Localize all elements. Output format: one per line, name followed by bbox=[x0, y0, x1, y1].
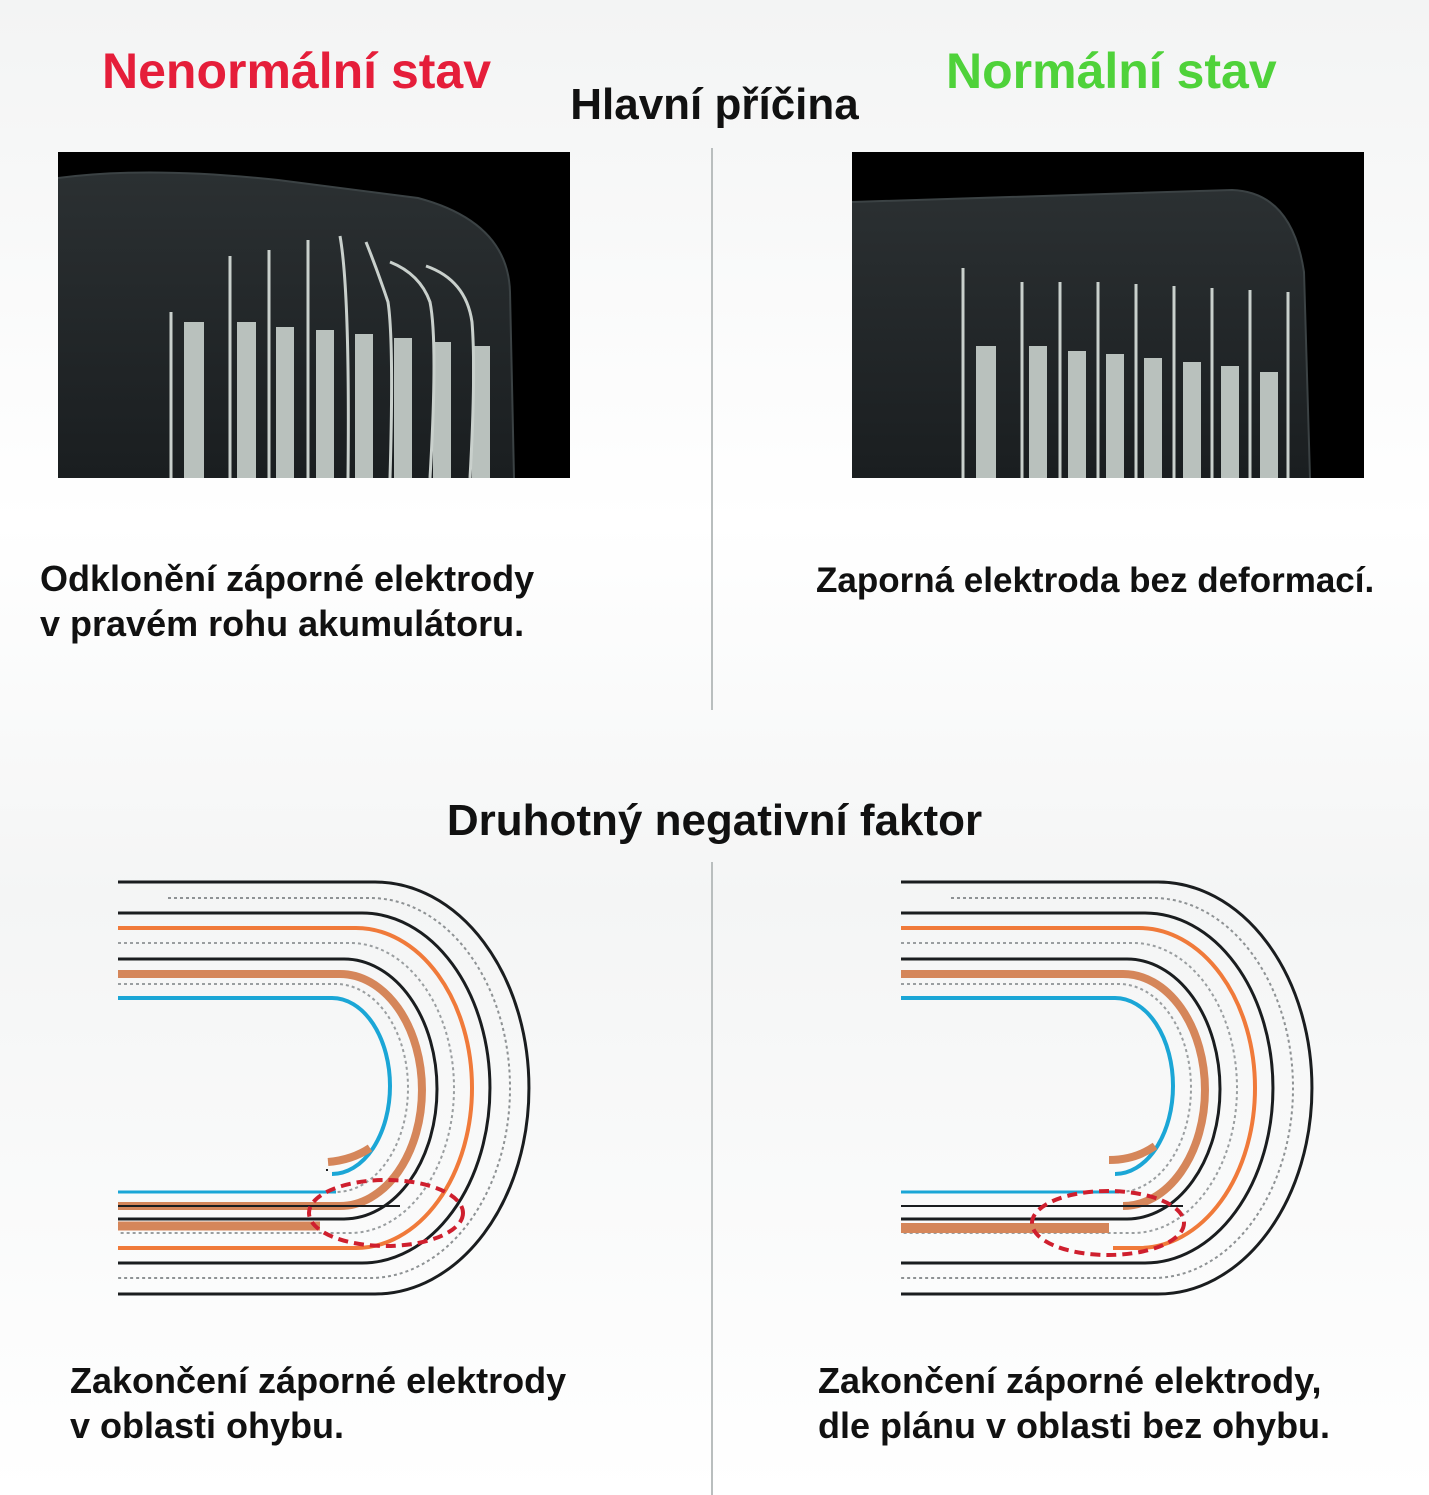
caption-top-left-line-1: Odklonění záporné elektrody bbox=[40, 558, 535, 599]
caption-bottom-left-line-1: Zakončení záporné elektrody bbox=[70, 1360, 567, 1401]
xray-normal bbox=[852, 152, 1364, 478]
section-title-main-cause: Hlavní příčina bbox=[570, 80, 859, 129]
heading-abnormal-state: Nenormální stav bbox=[102, 43, 492, 99]
caption-top-left-line-2: v pravém rohu akumulátoru. bbox=[40, 603, 525, 644]
thin-electrodes-normal bbox=[961, 268, 1290, 478]
highlight-circle-normal bbox=[1030, 1189, 1186, 1257]
straight-electrode-plates-normal bbox=[976, 346, 1278, 478]
straight-electrode-plates-abnormal bbox=[184, 322, 490, 478]
heading-normal-state: Normální stav bbox=[946, 43, 1277, 99]
caption-bottom-right-line-2: dle plánu v oblasti bez ohybu. bbox=[818, 1405, 1331, 1446]
caption-top-right-line-1: Zaporná elektroda bez deformací. bbox=[816, 561, 1375, 600]
caption-top-right: Zaporná elektroda bez deformací. bbox=[816, 558, 1374, 603]
section-title-secondary-factor: Druhotný negativní faktor bbox=[446, 796, 983, 845]
thin-electrodes-abnormal bbox=[169, 235, 476, 478]
vertical-divider-top bbox=[711, 148, 713, 710]
winding-normal bbox=[901, 880, 1314, 1296]
caption-bottom-right-line-1: Zakončení záporné elektrody, bbox=[818, 1360, 1322, 1401]
vertical-divider-bottom bbox=[711, 862, 713, 1495]
winding-abnormal bbox=[118, 880, 531, 1296]
caption-top-left: Odklonění záporné elektrody v pravém roh… bbox=[40, 556, 534, 646]
caption-bottom-left: Zakončení záporné elektrody v oblasti oh… bbox=[70, 1358, 566, 1448]
caption-bottom-left-line-2: v oblasti ohybu. bbox=[70, 1405, 345, 1446]
caption-bottom-right: Zakončení záporné elektrody, dle plánu v… bbox=[818, 1358, 1330, 1448]
highlight-circle-abnormal bbox=[307, 1178, 465, 1248]
xray-abnormal bbox=[58, 152, 570, 478]
